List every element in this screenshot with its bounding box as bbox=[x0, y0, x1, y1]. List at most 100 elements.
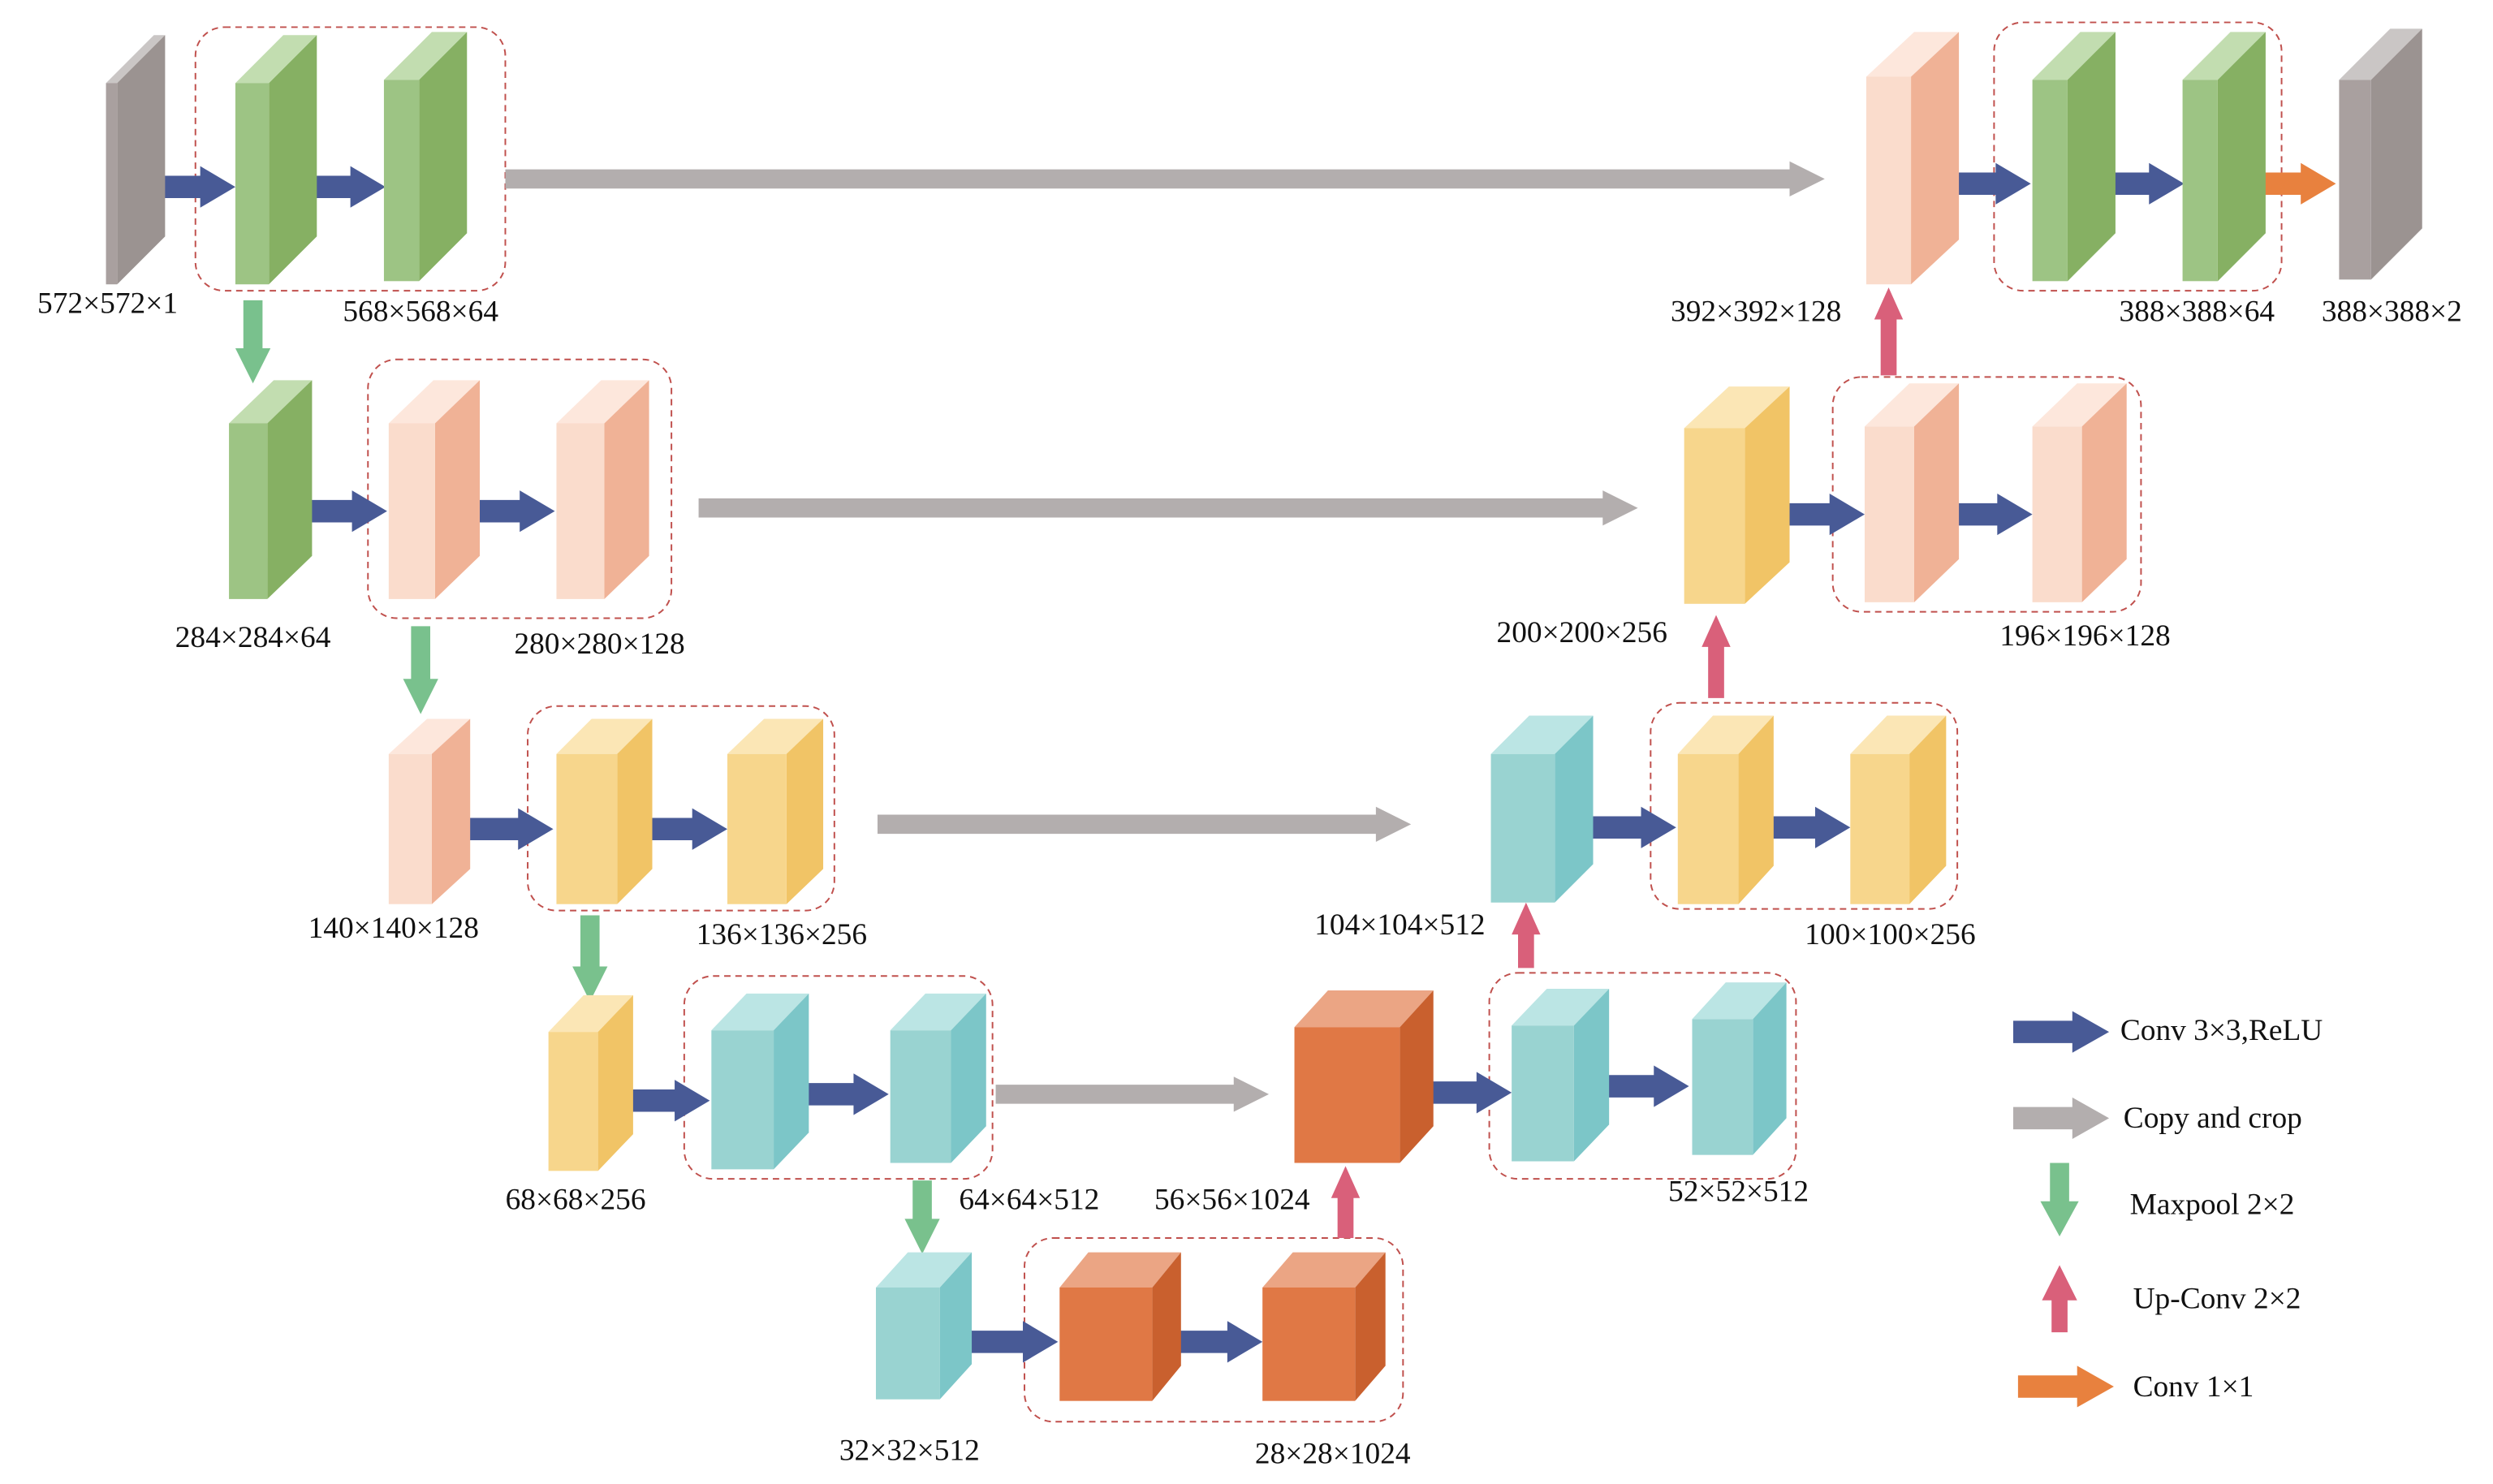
block-enc4a-front bbox=[711, 1030, 774, 1170]
block-bottleneck-b-top bbox=[1262, 1252, 1386, 1288]
copy-crop-arrow-icon-1 bbox=[505, 161, 1825, 197]
block-pool3-side bbox=[597, 994, 633, 1171]
legend-label-conv1x1: Conv 1×1 bbox=[2133, 1370, 2254, 1404]
upconv-arrow-icon-2 bbox=[1512, 902, 1541, 968]
conv3x3-arrow-icon-16 bbox=[1938, 494, 2033, 536]
block-bottleneck-a-front bbox=[1059, 1287, 1153, 1401]
label-up1: 392×392×128 bbox=[1671, 296, 1841, 329]
block-input bbox=[106, 35, 166, 285]
block-bottleneck-a-top bbox=[1059, 1252, 1181, 1288]
conv3x3-arrow-icon-15 bbox=[1770, 494, 1865, 536]
block-enc3a-side bbox=[617, 718, 653, 904]
legend-upconv-icon bbox=[2042, 1265, 2077, 1333]
block-dec3b-side bbox=[1909, 715, 1947, 904]
conv3x3-arrow-icon-9 bbox=[964, 1321, 1059, 1363]
upconv-arrow-icon-4 bbox=[1874, 287, 1904, 376]
block-enc2a-front bbox=[388, 423, 435, 599]
block-output bbox=[2339, 28, 2422, 280]
conv3x3-arrow-icon-2 bbox=[295, 166, 386, 208]
label-up3: 104×104×512 bbox=[1314, 908, 1485, 942]
maxpool-arrow-icon-4 bbox=[904, 1180, 940, 1254]
conv3x3-arrow-icon-12 bbox=[1594, 1065, 1689, 1107]
block-pool1-side bbox=[267, 380, 313, 599]
block-dec4b bbox=[1692, 982, 1787, 1155]
block-dec4a-top bbox=[1512, 989, 1610, 1026]
block-pool1 bbox=[229, 380, 313, 599]
label-pool4: 32×32×512 bbox=[839, 1434, 980, 1467]
block-dec1a-top bbox=[2032, 32, 2116, 80]
legend: Conv 3×3,ReLU Copy and crop Maxpool 2×2 … bbox=[2120, 1014, 2323, 1404]
block-dec1b-side bbox=[2217, 32, 2266, 282]
label-up2: 200×200×256 bbox=[1497, 616, 1667, 649]
block-enc1b-top bbox=[383, 32, 468, 80]
block-bottleneck-b-front bbox=[1262, 1287, 1356, 1401]
block-enc4b-front bbox=[890, 1030, 951, 1163]
block-enc4a-top bbox=[711, 993, 809, 1031]
block-output-top bbox=[2339, 28, 2422, 80]
block-dec3b bbox=[1850, 715, 1947, 904]
block-up2-front bbox=[1684, 428, 1745, 604]
block-enc3b-top bbox=[727, 718, 824, 754]
block-dec4a-side bbox=[1573, 989, 1610, 1162]
legend-conv1x1-icon bbox=[2017, 1365, 2114, 1408]
conv-group-9 bbox=[1993, 21, 2283, 292]
block-dec2b bbox=[2032, 383, 2127, 602]
legend-copy-crop-icon bbox=[2012, 1097, 2110, 1139]
block-enc3a-front bbox=[556, 753, 618, 904]
maxpool-arrow-icon-2 bbox=[403, 626, 438, 714]
label-input: 572×572×1 bbox=[37, 287, 178, 321]
block-dec2a-front bbox=[1865, 426, 1915, 602]
conv-group-6 bbox=[1488, 972, 1797, 1180]
block-enc2b bbox=[556, 380, 649, 599]
legend-label-conv3x3: Conv 3×3,ReLU bbox=[2120, 1014, 2323, 1047]
block-enc1b-front bbox=[383, 80, 420, 282]
block-dec3b-front bbox=[1850, 753, 1910, 904]
conv-group-4 bbox=[683, 975, 994, 1180]
conv3x3-arrow-icon-8 bbox=[792, 1073, 889, 1115]
block-bottleneck-a-side bbox=[1152, 1252, 1181, 1401]
legend-label-copy-crop: Copy and crop bbox=[2124, 1102, 2302, 1135]
block-enc1b bbox=[383, 32, 468, 282]
block-enc1b-side bbox=[419, 32, 468, 282]
block-enc4a bbox=[711, 993, 809, 1170]
conv3x3-arrow-icon-14 bbox=[1756, 806, 1851, 848]
copy-crop-arrow-icon-2 bbox=[698, 490, 1638, 526]
block-enc2b-top bbox=[556, 380, 649, 424]
block-up4-front bbox=[1294, 1027, 1400, 1163]
block-up4-side bbox=[1400, 990, 1434, 1163]
block-dec2b-front bbox=[2032, 426, 2082, 602]
block-bottleneck-b bbox=[1262, 1252, 1386, 1401]
label-up4: 56×56×1024 bbox=[1154, 1184, 1310, 1217]
label-pool2: 140×140×128 bbox=[308, 912, 479, 945]
block-dec2a-side bbox=[1914, 383, 1960, 602]
block-up2-top bbox=[1684, 386, 1790, 429]
label-enc3: 136×136×256 bbox=[697, 918, 867, 951]
block-pool3-front bbox=[548, 1032, 598, 1171]
conv3x3-arrow-icon-13 bbox=[1581, 806, 1676, 848]
block-dec3a bbox=[1677, 715, 1774, 904]
block-dec1a bbox=[2032, 32, 2116, 282]
legend-maxpool-icon bbox=[2040, 1163, 2079, 1237]
conv-group-7 bbox=[1650, 701, 1959, 910]
block-dec1a-side bbox=[2067, 32, 2116, 282]
label-enc2: 280×280×128 bbox=[514, 628, 684, 661]
label-bottleneck: 28×28×1024 bbox=[1255, 1437, 1411, 1470]
label-pool3: 68×68×256 bbox=[506, 1184, 646, 1217]
block-pool1-top bbox=[229, 380, 313, 424]
block-enc4a-side bbox=[774, 993, 809, 1170]
block-enc1a bbox=[235, 35, 317, 285]
block-pool2-side bbox=[431, 718, 471, 904]
block-up3-side bbox=[1555, 715, 1594, 903]
block-pool4-front bbox=[875, 1287, 940, 1400]
block-pool1-front bbox=[229, 423, 268, 599]
copy-crop-arrow-icon-3 bbox=[877, 806, 1412, 842]
label-enc1: 568×568×64 bbox=[343, 296, 498, 329]
block-dec2b-side bbox=[2081, 383, 2127, 602]
label-dec2: 196×196×128 bbox=[1999, 619, 2170, 653]
conv3x3-arrow-icon-4 bbox=[460, 490, 555, 533]
block-up4 bbox=[1294, 990, 1434, 1163]
block-dec4b-side bbox=[1753, 982, 1787, 1155]
conv3x3-arrow-icon-7 bbox=[615, 1080, 710, 1122]
conv-group-3 bbox=[527, 705, 835, 912]
block-pool2 bbox=[388, 718, 471, 904]
